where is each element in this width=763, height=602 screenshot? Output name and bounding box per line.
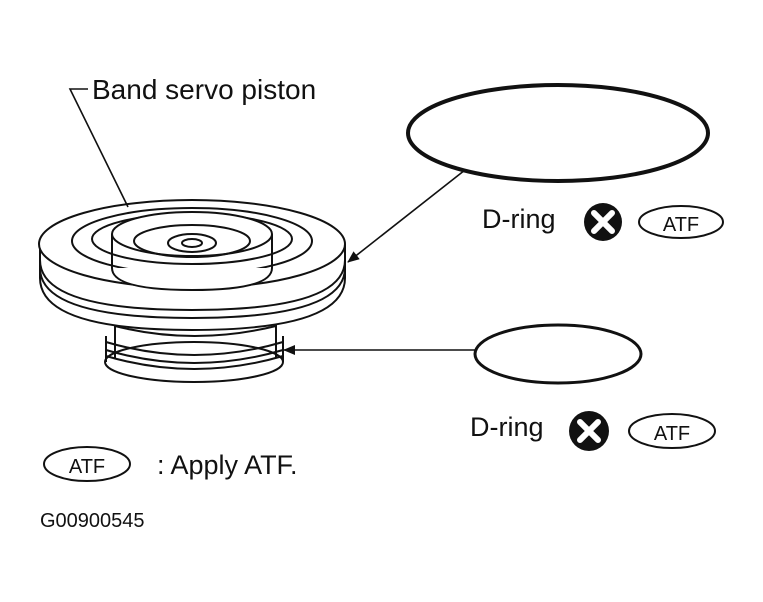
svg-text:ATF: ATF [663,214,699,236]
figure-id: G00900545 [40,510,145,532]
svg-text:ATF: ATF [654,423,690,445]
atf-badge-legend: ATF [43,446,131,482]
piston-boss [111,211,273,292]
lower-d-ring [473,323,643,385]
upper-ring-arrow [347,169,466,263]
part-leader-line [68,88,129,208]
upper-d-ring [406,83,710,183]
circled-x-icon [569,411,609,451]
svg-text:ATF: ATF [69,456,105,478]
lower-ring-label: D-ring [470,412,544,442]
atf-badge-upper: ATF [638,205,724,239]
upper-ring-label: D-ring [482,204,556,234]
piston-lower-body [104,318,284,383]
band-servo-piston [38,199,346,383]
legend-text: : Apply ATF. [157,450,298,480]
circled-x-icon [584,203,622,241]
atf-badge-lower: ATF [628,413,716,449]
part-label: Band servo piston [92,74,316,105]
